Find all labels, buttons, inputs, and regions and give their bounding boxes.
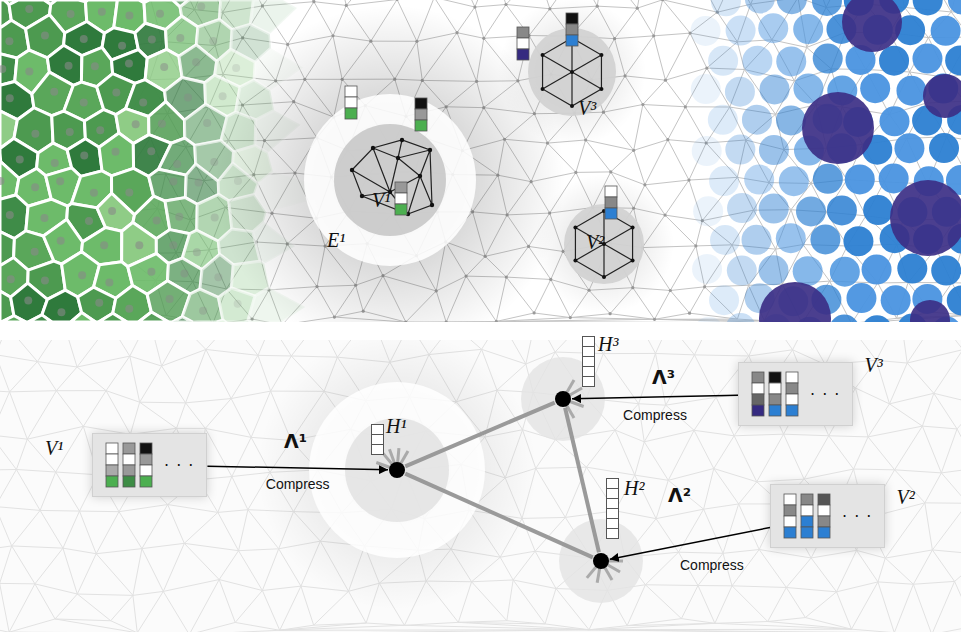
particle-packing [674, 0, 961, 322]
embedding-cell [606, 528, 619, 539]
hypernode-dot: H² [593, 553, 609, 569]
ellipsis: · · · [164, 456, 194, 475]
ellipsis: · · · [842, 507, 872, 526]
feature-vectors [345, 13, 617, 219]
edge-label: Compress [680, 557, 744, 573]
set-label: V³ [578, 98, 596, 118]
node-set-box: · · ·V¹ [92, 433, 207, 497]
set-label: V¹ [372, 190, 390, 210]
set-label: V¹ [45, 438, 63, 458]
hyperedge-line [565, 408, 599, 552]
node-set-box: · · ·V³ [738, 362, 853, 426]
hyperedge-line [405, 403, 554, 467]
set-label: V² [896, 487, 914, 507]
feature-vectors [783, 493, 834, 539]
embedding-cell [371, 444, 384, 455]
hypernode-dot: H³ [555, 391, 571, 407]
subgraph [352, 140, 432, 214]
operator-symbol: Λ² [668, 486, 691, 505]
compress-arrow [610, 527, 770, 559]
edge-label: Compress [266, 476, 330, 492]
hyperedge-line [405, 474, 593, 558]
top-panel [0, 0, 961, 322]
bottom-panel [0, 340, 961, 632]
compress-arrow [207, 466, 388, 470]
set-label: E¹ [327, 230, 345, 250]
ellipsis: · · · [810, 385, 840, 404]
set-label: V² [586, 232, 604, 252]
embedding-label: H² [624, 478, 644, 498]
operator-symbol: Λ¹ [284, 432, 307, 451]
feature-vectors [751, 371, 802, 417]
node-set-box: · · ·V² [770, 484, 885, 548]
embedding-label: H³ [598, 334, 618, 354]
embedding-cell [582, 376, 595, 387]
embedding-label: H¹ [386, 416, 406, 436]
set-label: V³ [864, 355, 882, 375]
operator-symbol: Λ³ [652, 368, 675, 387]
hypernode-dot: H¹ [389, 462, 405, 478]
feature-vectors [105, 442, 156, 488]
edge-label: Compress [623, 407, 687, 423]
compress-arrow [572, 395, 738, 399]
